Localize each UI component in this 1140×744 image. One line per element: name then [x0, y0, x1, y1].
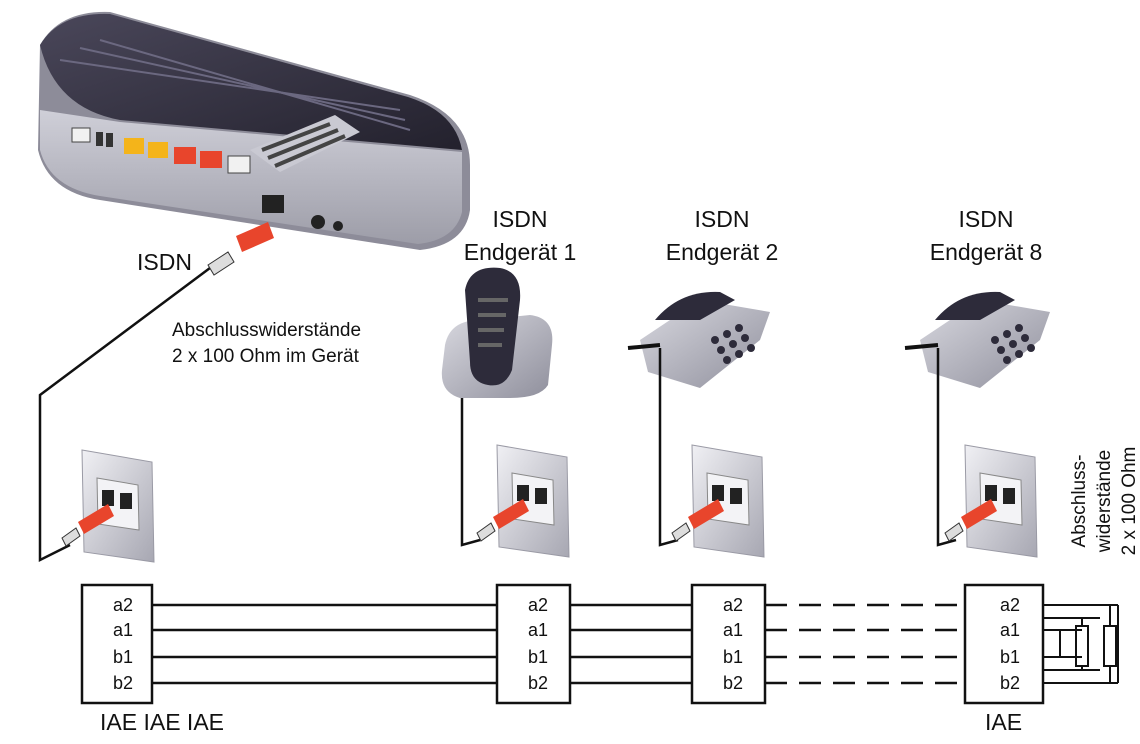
socket-plug [688, 499, 724, 529]
iae-box-4 [963, 583, 1045, 705]
router-cable [38, 222, 274, 563]
device-1-subtitle: Endgerät 1 [463, 239, 577, 265]
termination-note-line1: Abschlusswiderstände [172, 320, 362, 341]
bus-lines [152, 603, 965, 685]
terminal-label-a2: a2 [722, 595, 743, 615]
wall-socket [671, 444, 765, 558]
router-device [38, 11, 470, 250]
terminal-device-1 [441, 267, 553, 547]
end-resistor-label-3: 2 x 100 Ohm [1119, 446, 1140, 556]
termination-note-line2: 2 x 100 Ohm im Gerät [172, 346, 359, 367]
device-2-title: ISDN [694, 206, 750, 232]
end-resistor-label-1: Abschluss- [1069, 454, 1090, 548]
terminal-label-b2: b2 [527, 673, 548, 693]
iae-box-2 [495, 583, 572, 705]
end-resistor-label-2: widerstände [1094, 449, 1115, 553]
socket-plug [78, 504, 114, 534]
router-isdn-port [227, 155, 251, 174]
resistor-2 [1103, 625, 1117, 667]
device-2-subtitle: Endgerät 2 [665, 239, 779, 265]
wall-socket [944, 444, 1038, 558]
wall-socket [61, 449, 155, 563]
device-8-title: ISDN [958, 206, 1014, 232]
socket-plug [961, 499, 997, 529]
terminal-label-a1: a1 [112, 620, 133, 640]
router-port-red [174, 147, 196, 164]
iae-box-1 [80, 583, 154, 705]
router-isdn-label: ISDN [137, 249, 192, 275]
terminal-device-2 [627, 291, 770, 547]
terminal-label-b2: b2 [722, 673, 743, 693]
terminal-label-a1: a1 [527, 620, 548, 640]
terminal-device-8 [904, 291, 1050, 547]
terminal-label-a2: a2 [112, 595, 133, 615]
terminal-label-a1: a1 [722, 620, 743, 640]
terminal-label-a2: a2 [999, 595, 1020, 615]
terminal-label-a1: a1 [999, 620, 1020, 640]
resistor-1 [1075, 625, 1089, 667]
terminal-label-b2: b2 [999, 673, 1020, 693]
terminal-label-b1: b1 [112, 647, 133, 667]
iae-caption-1: IAE IAE IAE [100, 709, 224, 735]
terminal-label-b1: b1 [722, 647, 743, 667]
terminal-label-b1: b1 [999, 647, 1020, 667]
terminal-label-b1: b1 [527, 647, 548, 667]
iae-box-3 [690, 583, 767, 705]
terminal-label-b2: b2 [112, 673, 133, 693]
router-port-yellow [124, 138, 144, 154]
wall-socket [476, 444, 570, 558]
socket-plug [493, 499, 529, 529]
device-1-title: ISDN [492, 206, 548, 232]
terminating-resistors [1043, 604, 1119, 684]
terminal-label-a2: a2 [527, 595, 548, 615]
device-8-subtitle: Endgerät 8 [929, 239, 1043, 265]
router-plug [236, 222, 274, 252]
iae-caption-4: IAE [985, 709, 1023, 735]
router-port [71, 127, 91, 143]
